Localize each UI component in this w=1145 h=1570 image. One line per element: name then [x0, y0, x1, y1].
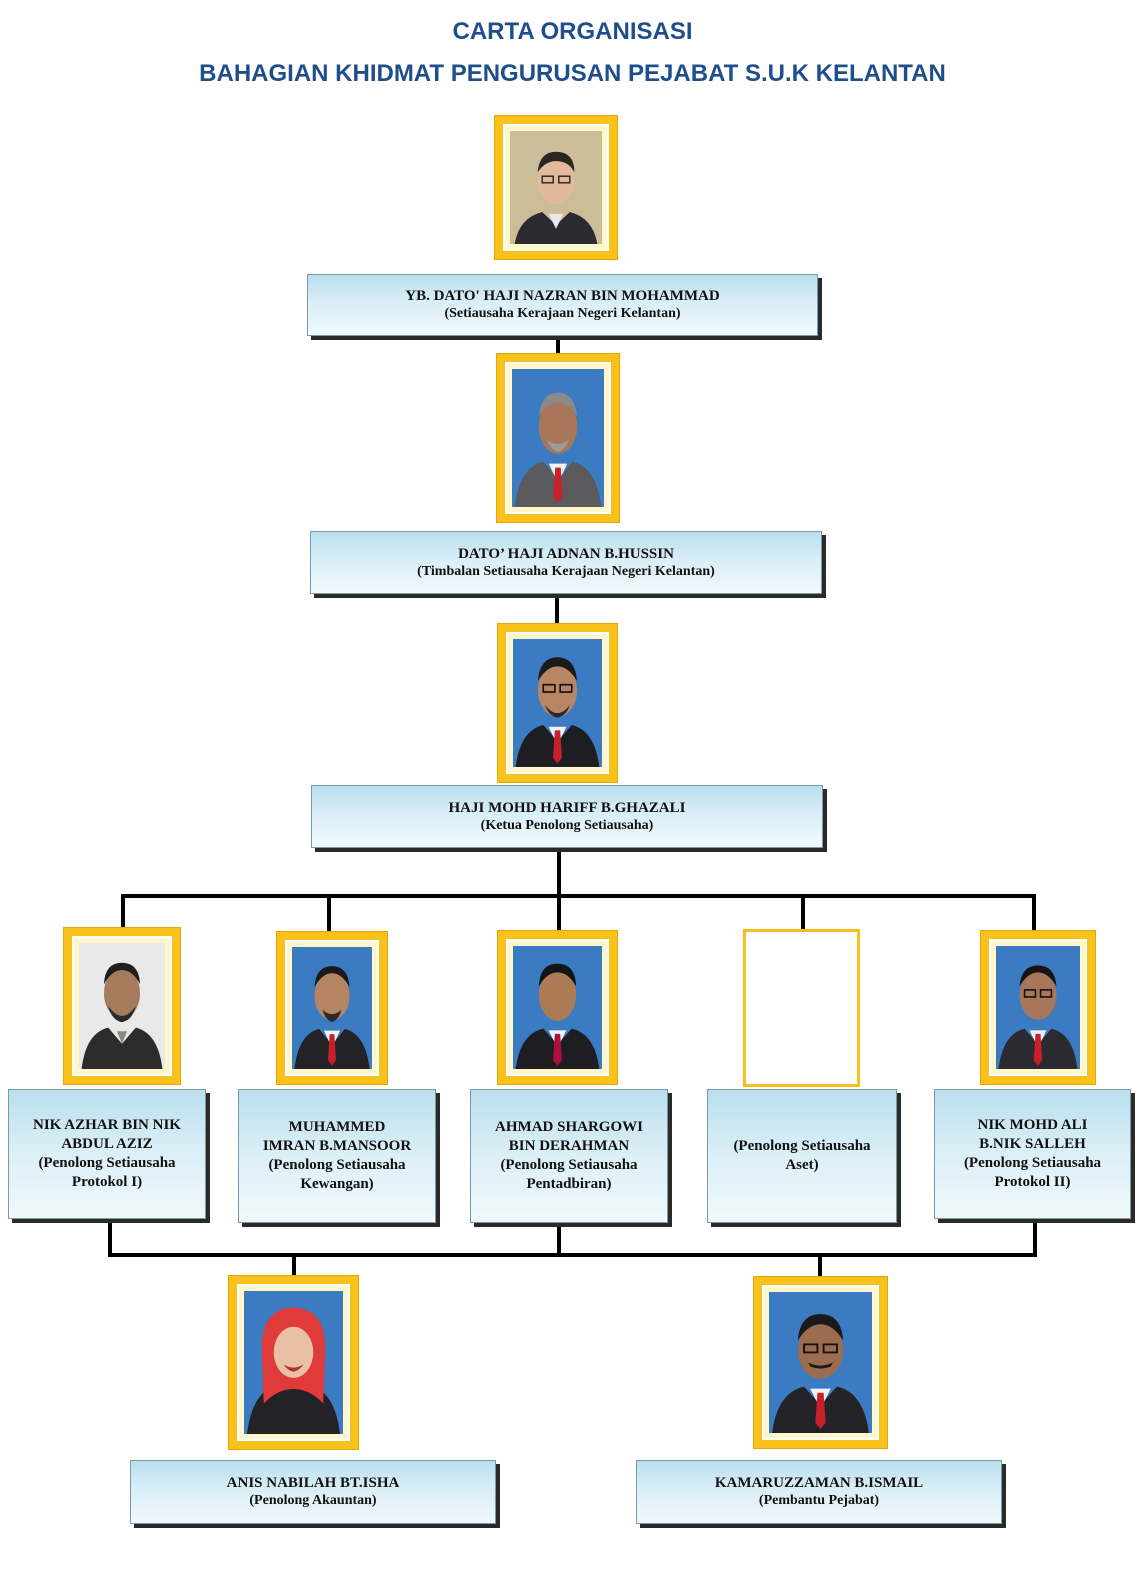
portrait-photo	[512, 369, 604, 507]
connector-l2-l3	[555, 594, 559, 624]
portrait-frame-l4-5	[980, 930, 1096, 1085]
person-name: ANIS NABILAH BT.ISHA	[226, 1475, 400, 1491]
portrait-frame-l4-3	[497, 930, 618, 1085]
person-role: (Timbalan Setiausaha Kerajaan Negeri Kel…	[417, 563, 715, 579]
person-role-line1: (Penolong Setiausaha	[500, 1157, 638, 1173]
chart-subtitle: BAHAGIAN KHIDMAT PENGURUSAN PEJABAT S.U.…	[199, 60, 946, 87]
portrait-frame-l3	[497, 623, 618, 783]
person-role: (Setiausaha Kerajaan Negeri Kelantan)	[444, 306, 681, 321]
person-role: (Penolong Akauntan)	[249, 1493, 377, 1508]
position-box-l5-1: ANIS NABILAH BT.ISHA (Penolong Akauntan)	[130, 1460, 496, 1524]
connector-l1-l2	[556, 336, 560, 356]
person-role: (Ketua Penolong Setiausaha)	[480, 817, 654, 833]
person-name-line1: MUHAMMED	[288, 1119, 386, 1135]
person-role-line2: Kewangan)	[300, 1176, 374, 1192]
person-name-line1: NIK AZHAR BIN NIK	[33, 1117, 181, 1133]
person-name-line2: IMRAN B.MANSOOR	[262, 1138, 412, 1154]
person-name-line1: NIK MOHD ALI	[977, 1117, 1088, 1133]
person-name-line1: AHMAD SHARGOWI	[495, 1119, 643, 1135]
person-name: YB. DATO' HAJI NAZRAN BIN MOHAMMAD	[405, 288, 720, 304]
person-name: KAMARUZZAMAN B.ISMAIL	[714, 1475, 924, 1491]
person-name-line2: B.NIK SALLEH	[979, 1136, 1086, 1152]
portrait-photo	[513, 639, 602, 767]
portrait-photo	[244, 1291, 343, 1434]
person-role-line2: Protokol I)	[71, 1174, 143, 1190]
portrait-photo	[79, 943, 165, 1069]
person-role-line1: (Penolong Setiausaha	[38, 1155, 176, 1171]
person-name-line2: ABDUL AZIZ	[61, 1136, 153, 1152]
person-name: DATO’ HAJI ADNAN B.HUSSIN	[458, 545, 674, 562]
portrait-photo	[996, 946, 1080, 1069]
connector-bus-l5	[108, 1253, 1037, 1257]
portrait-frame-l5-1	[228, 1275, 359, 1450]
connector-drop	[327, 894, 331, 931]
position-box-l3: HAJI MOHD HARIFF B.GHAZALI (Ketua Penolo…	[311, 785, 823, 848]
chart-title: CARTA ORGANISASI	[452, 18, 693, 45]
portrait-frame-l1	[494, 115, 618, 260]
position-box-l4-3: AHMAD SHARGOWI BIN DERAHMAN (Penolong Se…	[470, 1089, 668, 1223]
person-role-line1: (Penolong Setiausaha	[268, 1157, 406, 1173]
portrait-photo	[769, 1292, 872, 1433]
position-box-l4-1: NIK AZHAR BIN NIK ABDUL AZIZ (Penolong S…	[8, 1089, 206, 1219]
connector-rise	[1033, 1219, 1037, 1257]
portrait-frame-l5-2	[753, 1276, 888, 1449]
position-box-l4-2: MUHAMMED IMRAN B.MANSOOR (Penolong Setia…	[238, 1089, 436, 1223]
person-name: HAJI MOHD HARIFF B.GHAZALI	[448, 799, 686, 816]
connector-drop	[801, 894, 805, 932]
person-role-line2: Protokol II)	[994, 1174, 1071, 1190]
position-box-l5-2: KAMARUZZAMAN B.ISMAIL (Pembantu Pejabat)	[636, 1460, 1002, 1524]
connector-drop	[292, 1253, 296, 1277]
portrait-frame-l4-4-vacant	[743, 929, 860, 1087]
connector-rise	[108, 1219, 112, 1257]
person-role-line1: (Penolong Setiausaha	[733, 1138, 871, 1154]
portrait-photo	[510, 131, 602, 244]
connector-rise	[557, 1222, 561, 1257]
position-box-l2: DATO’ HAJI ADNAN B.HUSSIN (Timbalan Seti…	[310, 531, 822, 594]
person-name-line2: BIN DERAHMAN	[508, 1138, 630, 1154]
portrait-frame-l2	[496, 353, 620, 523]
connector-bus-l4	[121, 894, 1036, 898]
person-role-line2: Pentadbiran)	[526, 1176, 612, 1192]
position-box-l4-4: (Penolong Setiausaha Aset)	[707, 1089, 897, 1223]
portrait-photo	[292, 947, 372, 1069]
connector-drop	[1032, 894, 1036, 931]
connector-drop	[121, 894, 125, 929]
person-role: (Pembantu Pejabat)	[758, 1493, 880, 1508]
portrait-frame-l4-1	[63, 927, 181, 1085]
connector-drop	[818, 1253, 822, 1277]
connector-l3-bus	[557, 848, 561, 896]
portrait-photo	[513, 946, 602, 1069]
portrait-frame-l4-2	[276, 931, 388, 1085]
position-box-l4-5: NIK MOHD ALI B.NIK SALLEH (Penolong Seti…	[934, 1089, 1131, 1219]
position-box-l1: YB. DATO' HAJI NAZRAN BIN MOHAMMAD (Seti…	[307, 274, 818, 336]
person-role-line1: (Penolong Setiausaha	[963, 1155, 1102, 1171]
person-role-line2: Aset)	[785, 1157, 819, 1173]
connector-drop	[557, 894, 561, 930]
